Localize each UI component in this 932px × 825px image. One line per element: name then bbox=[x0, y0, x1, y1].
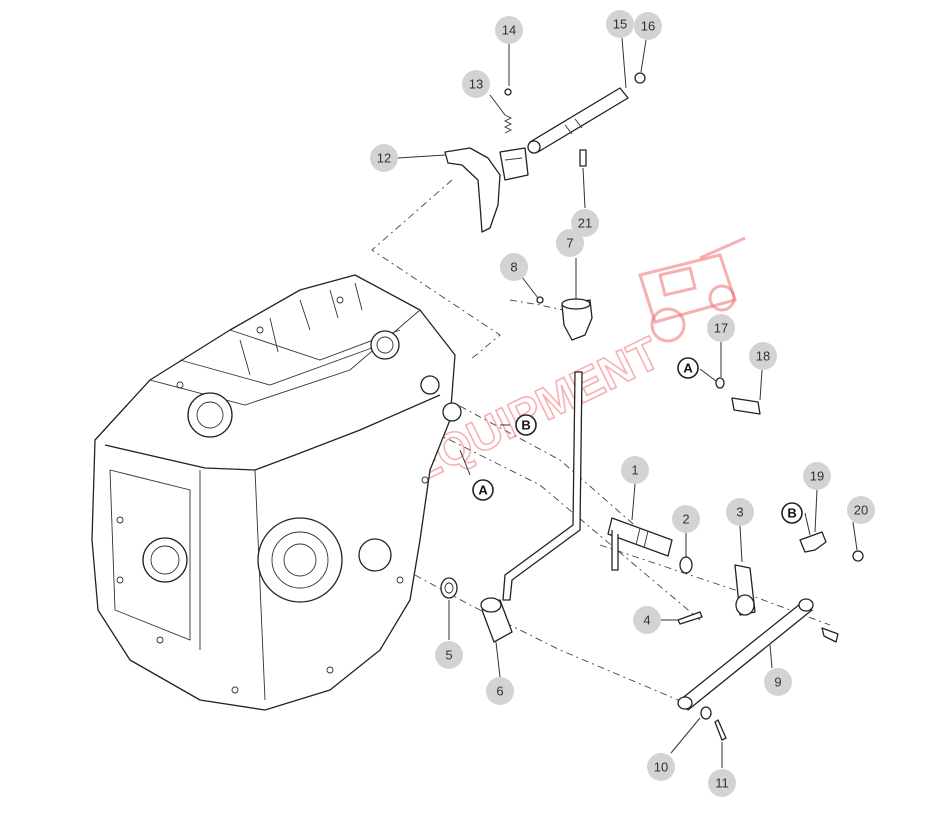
washer-part-2 bbox=[679, 556, 693, 574]
rod-part-9 bbox=[677, 598, 814, 711]
lever-shaft-part-1 bbox=[607, 517, 673, 571]
svg-text:18: 18 bbox=[756, 349, 770, 364]
callout-11: 11 bbox=[708, 769, 736, 797]
bushing-part-6 bbox=[480, 597, 513, 643]
shift-fork-part-12 bbox=[444, 147, 529, 233]
svg-text:14: 14 bbox=[502, 23, 516, 38]
svg-text:B: B bbox=[787, 506, 796, 521]
svg-text:A: A bbox=[683, 361, 693, 376]
reference-mark-a-lower: A bbox=[472, 479, 494, 501]
callout-8: 8 bbox=[500, 253, 528, 281]
callout-13: 13 bbox=[462, 70, 490, 98]
callout-19: 19 bbox=[803, 462, 831, 490]
leader-lines bbox=[397, 37, 858, 768]
arm-part-3 bbox=[734, 564, 756, 616]
svg-text:1: 1 bbox=[631, 463, 638, 478]
svg-text:10: 10 bbox=[654, 760, 668, 775]
svg-text:B: B bbox=[521, 418, 530, 433]
washer-part-10 bbox=[700, 706, 712, 720]
bracket-part-19 bbox=[799, 531, 827, 553]
svg-text:17: 17 bbox=[714, 321, 728, 336]
callout-16: 16 bbox=[634, 12, 662, 40]
callout-10: 10 bbox=[647, 753, 675, 781]
svg-text:16: 16 bbox=[641, 19, 655, 34]
svg-text:21: 21 bbox=[578, 216, 592, 231]
nut-part-20 bbox=[852, 550, 864, 562]
svg-text:4: 4 bbox=[643, 613, 650, 628]
pin-part-21 bbox=[579, 149, 587, 167]
washer-part-17 bbox=[715, 377, 725, 389]
callout-2: 2 bbox=[672, 505, 700, 533]
svg-text:2: 2 bbox=[682, 512, 689, 527]
callout-15: 15 bbox=[606, 10, 634, 38]
svg-text:15: 15 bbox=[613, 17, 627, 32]
callout-12: 12 bbox=[370, 144, 398, 172]
svg-text:3: 3 bbox=[736, 505, 743, 520]
svg-text:20: 20 bbox=[854, 503, 868, 518]
transmission-housing bbox=[91, 274, 462, 711]
ball-part-14 bbox=[504, 88, 512, 96]
bolt-part-18 bbox=[731, 397, 761, 415]
washer-part-5 bbox=[440, 577, 458, 599]
svg-text:5: 5 bbox=[445, 648, 452, 663]
callout-6: 6 bbox=[486, 677, 514, 705]
callout-18: 18 bbox=[749, 342, 777, 370]
svg-text:19: 19 bbox=[810, 469, 824, 484]
cotter-pin-part-11 bbox=[714, 719, 727, 741]
cotter-pin-right bbox=[821, 627, 839, 643]
svg-text:A: A bbox=[478, 483, 488, 498]
svg-text:13: 13 bbox=[469, 77, 483, 92]
svg-text:6: 6 bbox=[496, 684, 503, 699]
callout-9: 9 bbox=[764, 668, 792, 696]
callout-5: 5 bbox=[435, 641, 463, 669]
callout-7: 7 bbox=[556, 229, 584, 257]
callout-14: 14 bbox=[495, 16, 523, 44]
callout-3: 3 bbox=[726, 498, 754, 526]
reference-mark-a-upper: A bbox=[677, 357, 699, 379]
clip-part-16 bbox=[634, 72, 646, 84]
shift-rod-part-15 bbox=[527, 87, 629, 154]
callout-17: 17 bbox=[707, 314, 735, 342]
reference-mark-b-right: B bbox=[781, 502, 803, 524]
callout-20: 20 bbox=[847, 496, 875, 524]
shaft-part-7 bbox=[502, 298, 593, 601]
svg-text:8: 8 bbox=[510, 260, 517, 275]
callout-4: 4 bbox=[633, 606, 661, 634]
callout-1: 1 bbox=[621, 456, 649, 484]
pin-part-4 bbox=[677, 611, 703, 625]
svg-text:11: 11 bbox=[715, 776, 729, 791]
spring-part-13 bbox=[503, 114, 513, 134]
svg-text:7: 7 bbox=[566, 236, 573, 251]
screw-part-8 bbox=[536, 296, 544, 304]
reference-mark-b-left: B bbox=[515, 414, 537, 436]
svg-text:9: 9 bbox=[774, 675, 781, 690]
svg-text:12: 12 bbox=[377, 151, 391, 166]
callout-21: 21 bbox=[571, 209, 599, 237]
